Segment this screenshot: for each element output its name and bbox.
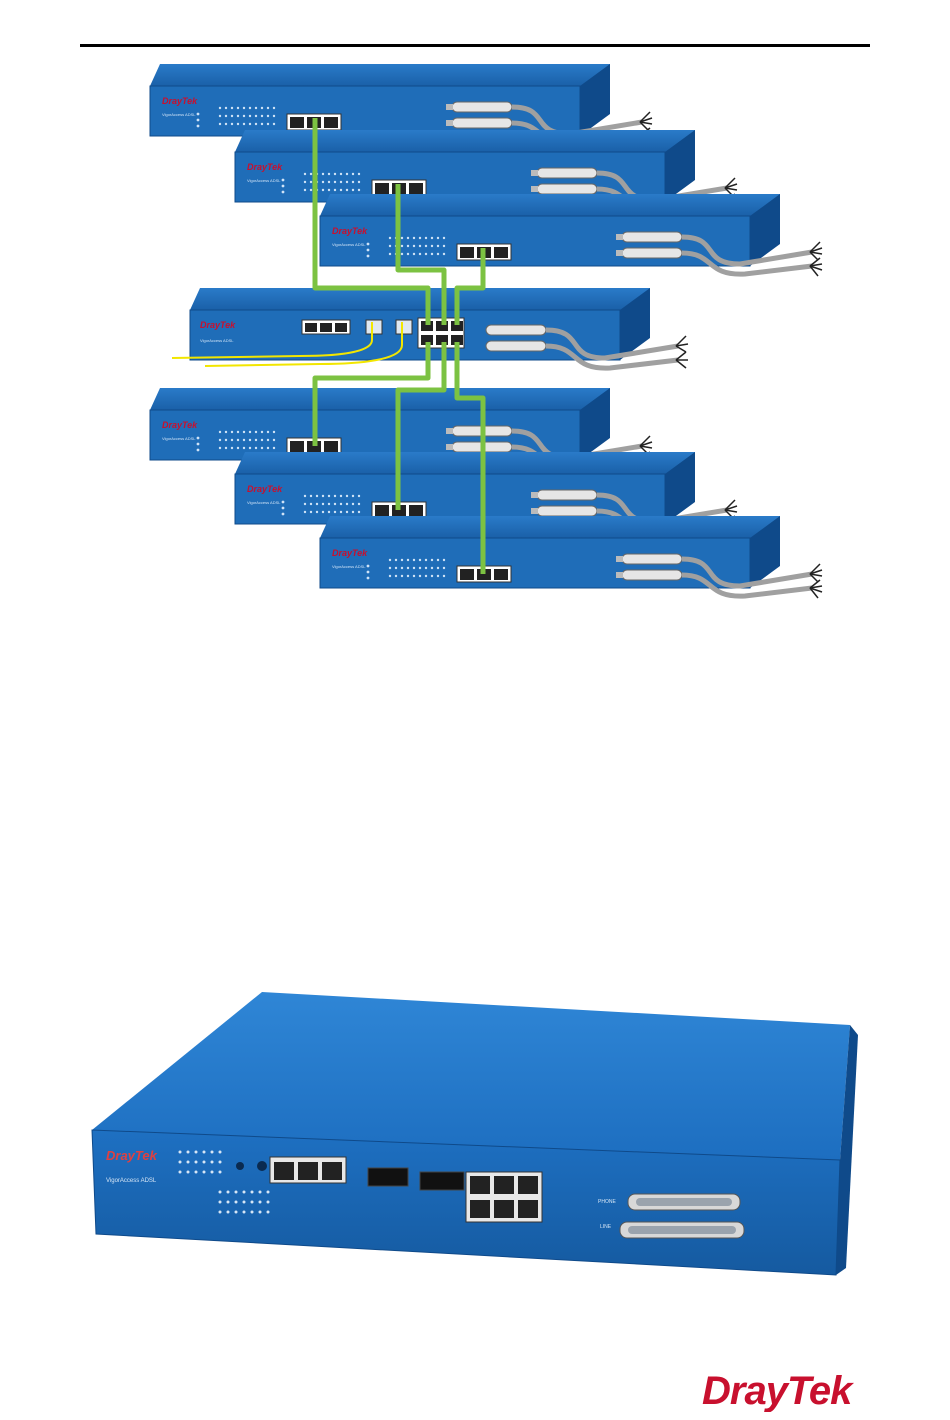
reset-button [236,1162,244,1170]
draytek-logo: DrayTek [700,1368,870,1412]
device-logo: DrayTek [106,1148,158,1163]
power-indicator [257,1161,267,1171]
device-model: VigorAccess ADSL [106,1178,157,1184]
management-ports [270,1157,346,1183]
brand-text: DrayTek [702,1369,854,1412]
stacking-ports [466,1172,542,1222]
line-port-label: LINE [600,1224,612,1230]
phone-port-label: PHONE [598,1199,616,1205]
